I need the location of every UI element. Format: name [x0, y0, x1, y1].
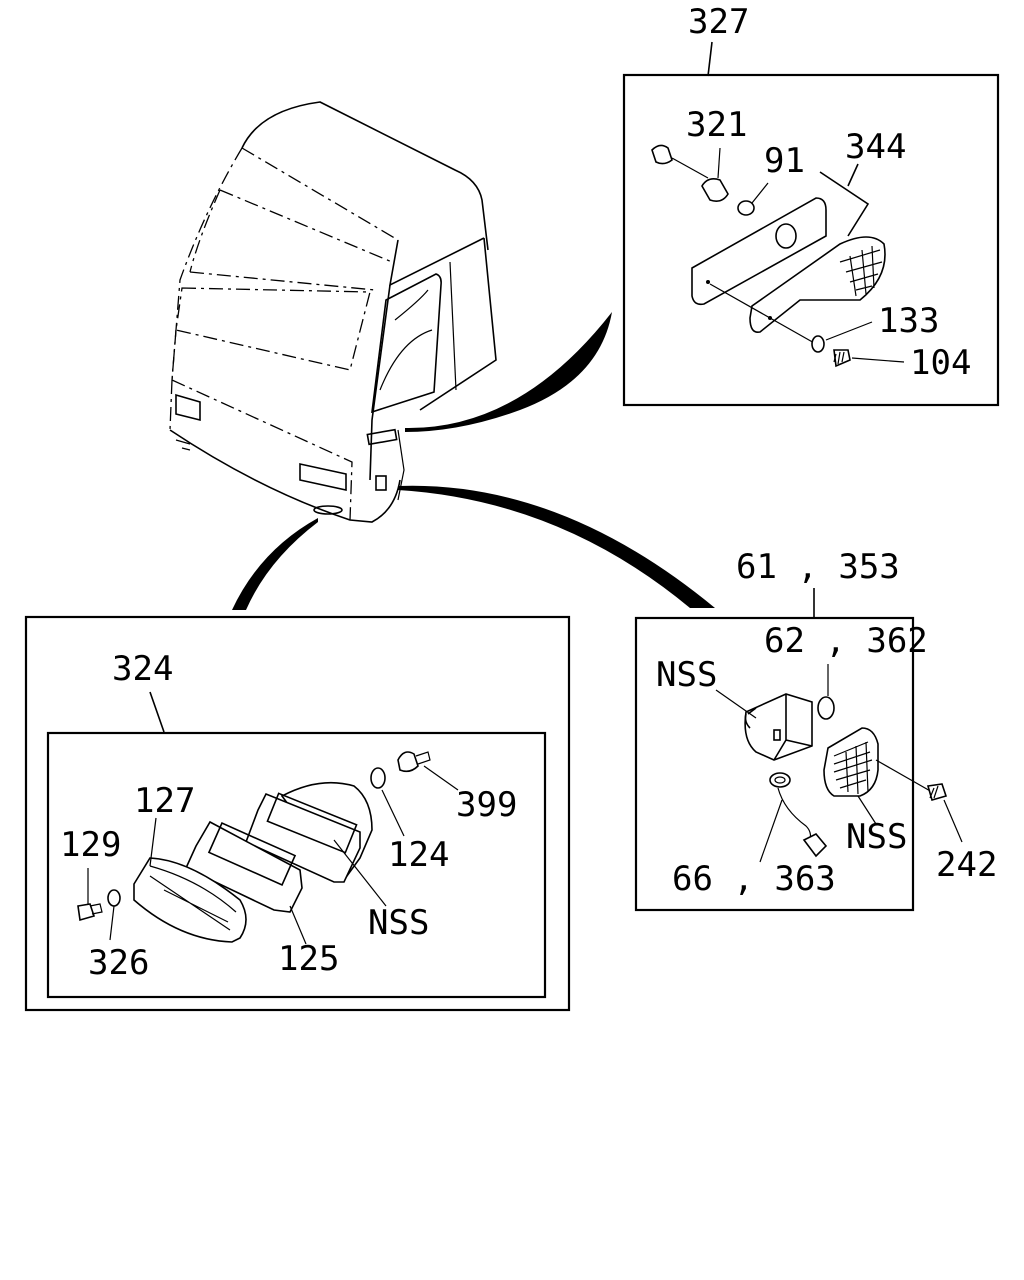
label-326: 326 [88, 943, 149, 983]
label-133: 133 [878, 301, 939, 341]
label-91: 91 [764, 141, 805, 181]
bolt-icon [833, 349, 851, 368]
side-marker-lamp-icon [691, 197, 886, 334]
label-124: 124 [388, 835, 449, 875]
label-104: 104 [910, 343, 971, 383]
label-nss-right-bottom: NSS [846, 817, 907, 857]
label-242: 242 [936, 845, 997, 885]
socket-icon [651, 144, 729, 202]
callout-arrows [232, 312, 715, 610]
label-321: 321 [686, 105, 747, 145]
socket-icon [397, 751, 431, 773]
label-129: 129 [60, 825, 121, 865]
socket-icon [769, 772, 828, 858]
label-324: 324 [112, 649, 173, 689]
bolt-icon [77, 903, 103, 922]
box-61-353: 61 , 353 NSS NSS 62 , 362 66 , 363 [634, 547, 997, 912]
washer-icon [107, 889, 121, 907]
box-324: 324 NSS 125 127 124 399 [24, 615, 571, 1012]
label-125: 125 [278, 939, 339, 979]
bulb-icon [737, 200, 755, 216]
turn-signal-lamp-icon [744, 693, 879, 797]
label-nss-right-top: NSS [656, 655, 717, 695]
label-344: 344 [845, 127, 906, 167]
label-61-353: 61 , 353 [736, 547, 900, 587]
label-327: 327 [688, 2, 749, 42]
label-62-362: 62 , 362 [764, 621, 928, 661]
washer-icon [811, 335, 825, 353]
clearance-lamp-icon [133, 781, 373, 943]
truck-cab-icon [169, 101, 497, 523]
label-127: 127 [134, 781, 195, 821]
bolt-icon [926, 783, 948, 801]
label-nss-left: NSS [368, 903, 429, 943]
bulb-icon [370, 767, 386, 789]
label-66-363: 66 , 363 [672, 859, 836, 899]
box-327: 327 321 91 344 133 [622, 2, 1000, 407]
bulb-icon [817, 696, 835, 720]
label-399: 399 [456, 785, 517, 825]
